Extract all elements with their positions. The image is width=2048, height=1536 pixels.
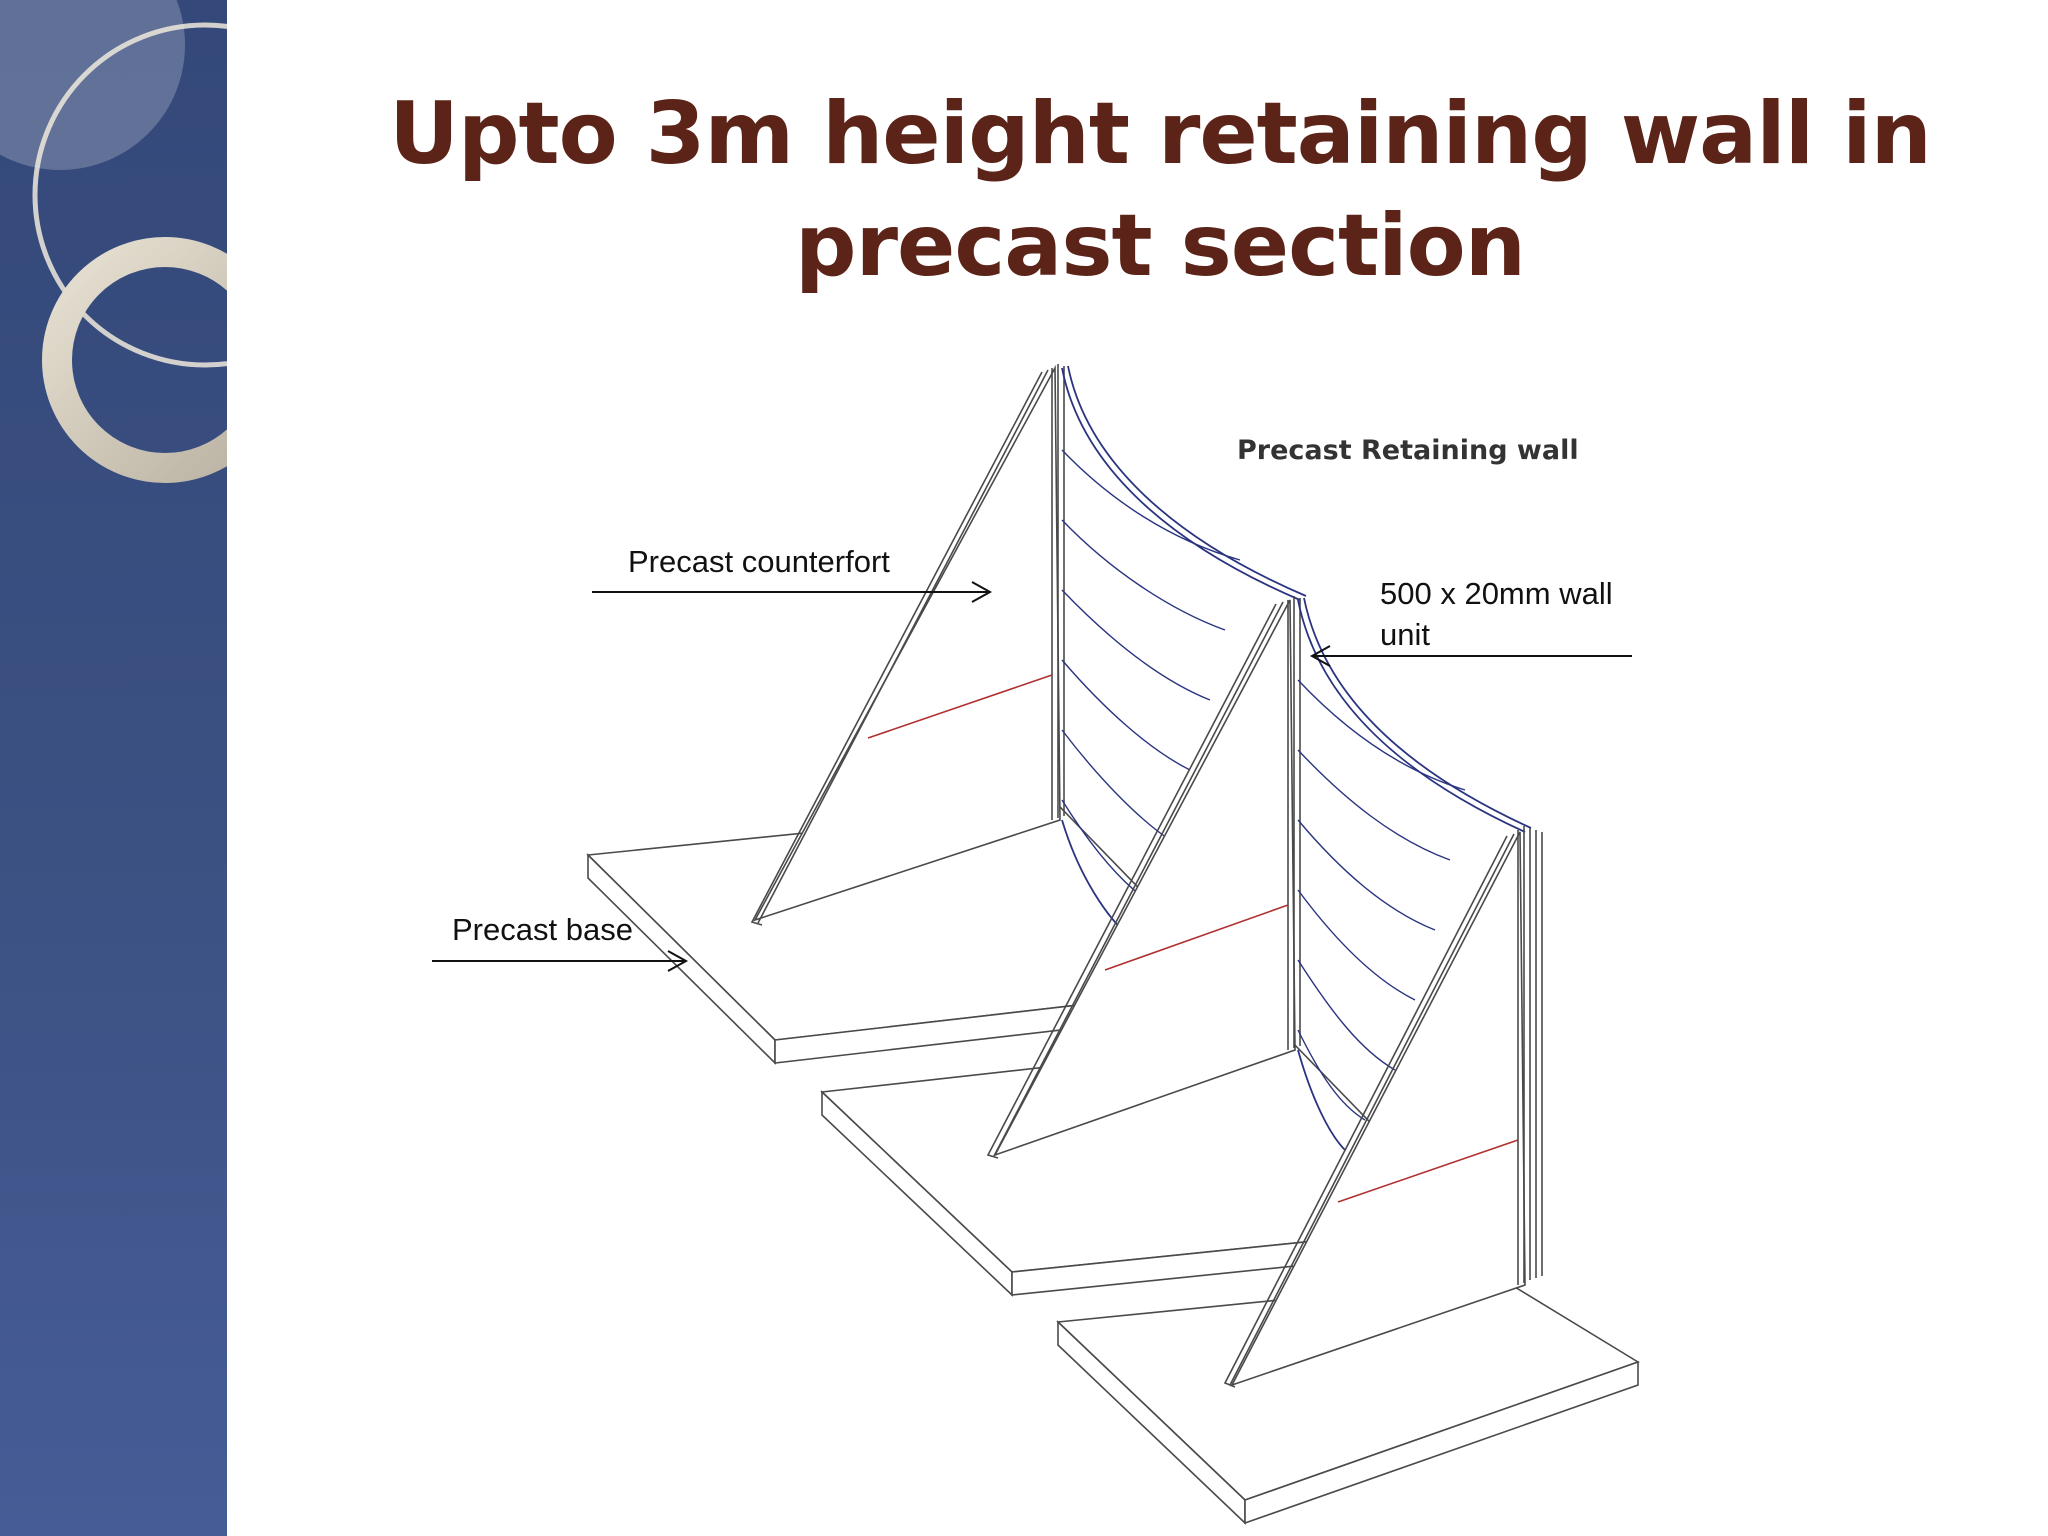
wall-unit-label-line1: 500 x 20mm wall <box>1380 576 1613 611</box>
wall-unit-arrow <box>1309 645 1632 667</box>
sidebar-decoration <box>0 0 227 1536</box>
precast-unit-3 <box>1223 826 1543 1388</box>
base-label: Precast base <box>452 912 633 947</box>
base-arrow <box>432 950 689 972</box>
slide-title: Upto 3m height retaining wall in precast… <box>389 84 1932 296</box>
precast-unit-1 <box>750 364 1307 936</box>
precast-unit-2 <box>986 596 1532 1159</box>
precast-base-3 <box>1056 1277 1640 1525</box>
counterfort-arrow <box>592 581 993 603</box>
translucent-circle <box>0 0 185 170</box>
counterfort-label: Precast counterfort <box>628 544 890 579</box>
wall-unit-label-line2: unit <box>1380 617 1430 652</box>
wall-name-label: Precast Retaining wall <box>1237 435 1579 466</box>
circles-decoration-icon <box>0 0 227 483</box>
thick-ring <box>42 237 227 483</box>
thin-ring <box>32 22 227 368</box>
